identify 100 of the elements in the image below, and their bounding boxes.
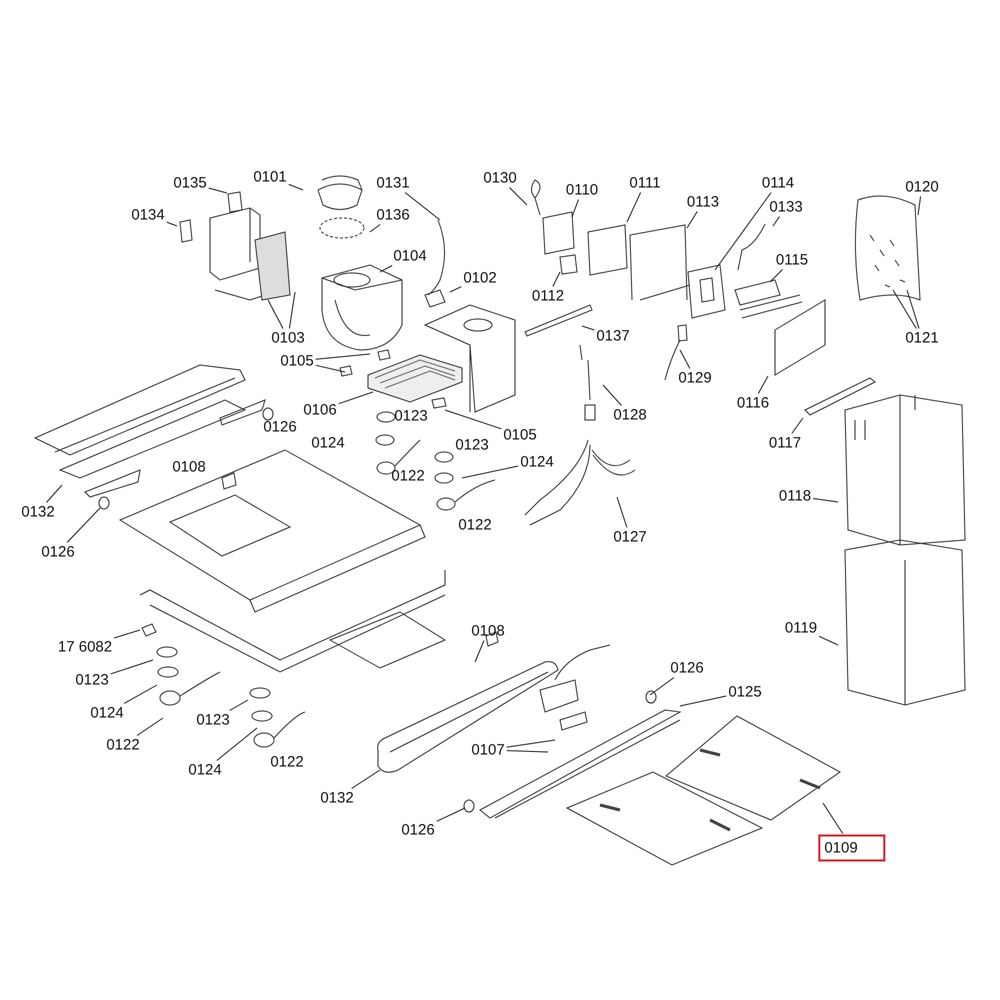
leader-line: [436, 808, 466, 822]
leader-line: [680, 696, 727, 706]
callout-number: 0122: [105, 736, 141, 754]
leader-line: [892, 290, 917, 329]
leader-line: [714, 192, 772, 270]
callout-number: 0124: [310, 434, 346, 452]
leader-line: [370, 224, 381, 232]
leader-line: [380, 265, 393, 272]
callout-number: 0101: [252, 168, 288, 186]
leader-line: [772, 216, 780, 226]
callout-number: 0122: [269, 754, 305, 770]
callout-number: 0126: [262, 418, 298, 436]
callout-number: 0124: [519, 454, 555, 470]
callout-number: 0125: [727, 684, 763, 700]
leader-line: [509, 187, 528, 206]
leader-line: [450, 286, 462, 292]
callout-number: 0132: [319, 790, 355, 806]
callout-number: 0108: [470, 622, 506, 640]
callout-number: 0116: [736, 394, 770, 412]
leader-line: [812, 498, 838, 502]
leader-line: [315, 364, 346, 372]
callout-number: 0106: [302, 402, 338, 418]
leader-line: [288, 184, 304, 190]
callout-number: 0113: [686, 194, 720, 210]
callout-number: 0126: [669, 660, 705, 676]
callout-number: 0128: [612, 406, 648, 424]
leader-line: [124, 684, 158, 704]
callout-number: 0122: [390, 468, 426, 484]
callout-number: 0134: [130, 206, 166, 224]
callout-number: 0124: [187, 762, 223, 778]
callout-number: 0126: [40, 544, 76, 560]
callout-number: 0103: [270, 330, 306, 346]
leader-line: [506, 740, 556, 748]
callout-number: 0127: [612, 528, 648, 546]
leader-line: [650, 677, 674, 696]
leader-line: [474, 640, 484, 662]
callout-number: 0132: [20, 504, 56, 520]
callout-number: 0130: [482, 170, 518, 186]
callout-number: 0126: [400, 822, 436, 838]
leader-line: [906, 290, 920, 329]
leader-line: [208, 188, 228, 194]
callout-number: 0104: [392, 248, 428, 264]
leader-line: [110, 660, 154, 674]
leader-line: [686, 211, 698, 228]
leader-line: [770, 269, 783, 282]
callout-number: 0135: [172, 174, 208, 192]
callout-number: 0123: [393, 408, 429, 424]
leader-line: [404, 192, 440, 220]
leader-line: [229, 700, 248, 711]
callout-number: 0111: [628, 174, 662, 192]
leader-line: [582, 326, 595, 330]
callout-number: 0110: [564, 182, 600, 198]
leader-line: [616, 496, 628, 528]
leader-line: [680, 350, 690, 369]
callout-number: 0112: [530, 288, 566, 304]
callout-number: 0124: [89, 704, 125, 722]
callout-number: 0105: [279, 352, 315, 370]
callout-number: 0120: [904, 178, 940, 196]
callout-number: 0122: [457, 516, 493, 534]
leader-line: [338, 392, 374, 404]
leader-line: [136, 718, 164, 736]
leader-line: [791, 418, 804, 434]
leader-line: [758, 376, 768, 394]
callout-number: 0121: [904, 330, 940, 346]
callout-number: 0129: [677, 370, 713, 386]
leader-line: [444, 410, 502, 430]
callout-number: 0131: [375, 174, 411, 192]
leader-line: [268, 300, 284, 329]
callout-number: 0117: [768, 434, 802, 452]
callout-number: 0105: [502, 426, 538, 444]
leader-line: [822, 802, 844, 834]
callout-number: 0114: [760, 174, 796, 192]
callout-number: 0133: [768, 198, 804, 216]
leader-line: [506, 750, 548, 752]
leader-line: [46, 484, 62, 503]
leader-line: [818, 636, 838, 646]
callout-number: 0102: [462, 270, 498, 286]
leader-line: [626, 192, 642, 222]
leader-line: [602, 384, 622, 406]
leader-line: [114, 630, 140, 638]
leader-line: [66, 508, 100, 543]
leader-line: [918, 196, 922, 216]
callout-number: 0123: [454, 436, 490, 454]
leader-line: [315, 354, 370, 360]
callout-number: 17 6082: [56, 638, 114, 656]
callout-number: 0119: [784, 620, 818, 636]
leader-line: [572, 199, 579, 218]
callout-number: 0136: [375, 206, 411, 224]
leader-line: [462, 466, 519, 478]
callout-number: 0109: [818, 834, 886, 862]
leader-line: [552, 272, 560, 287]
callout-number: 0123: [195, 712, 231, 728]
callout-number: 0137: [595, 328, 631, 344]
callout-number: 0123: [74, 672, 110, 688]
callout-number: 0107: [470, 742, 506, 758]
leader-line: [166, 222, 178, 226]
leader-line: [351, 770, 380, 789]
callout-number: 0118: [778, 488, 812, 504]
leader-line: [216, 728, 258, 761]
callout-number: 0108: [171, 458, 207, 476]
